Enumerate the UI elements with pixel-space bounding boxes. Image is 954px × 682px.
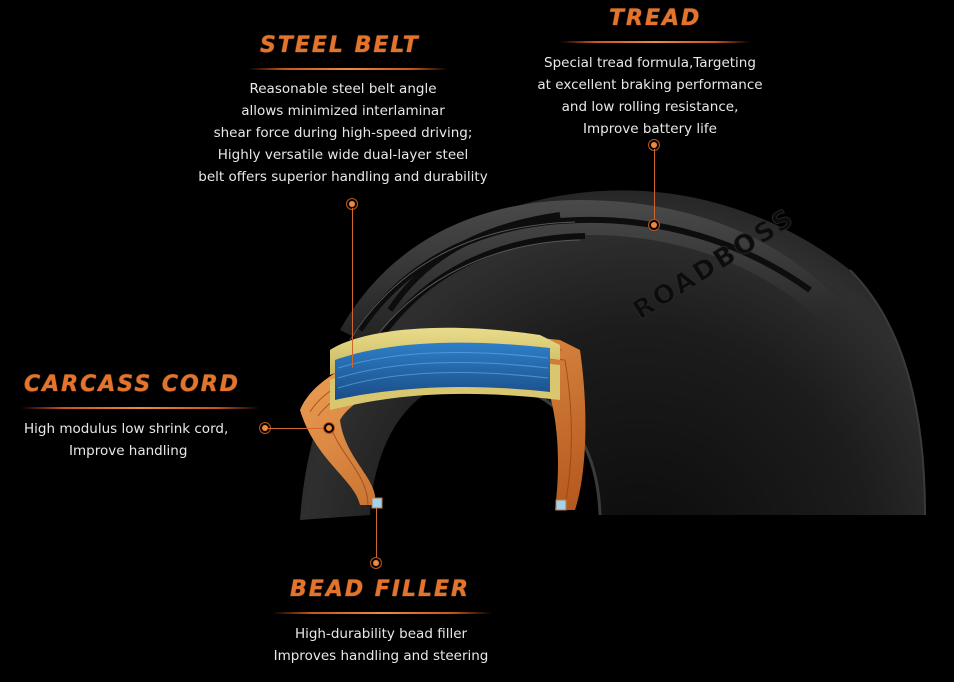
carcass-cord-description: High modulus low shrink cord, Improve ha… bbox=[24, 418, 264, 462]
carcass-cord-title: CARCASS CORD bbox=[24, 372, 240, 397]
tread-band bbox=[340, 200, 840, 345]
tread-title: TREAD bbox=[609, 6, 702, 31]
steel-belt-description: Reasonable steel belt angle allows minim… bbox=[183, 78, 503, 188]
steel-belt-line: shear force during high-speed driving; bbox=[213, 125, 473, 141]
carcass-cord-leader-line bbox=[268, 428, 328, 429]
bead-filler-line: Improves handling and steering bbox=[273, 648, 489, 664]
bead-filler-marker bbox=[373, 560, 379, 566]
tread-marker bbox=[651, 142, 657, 148]
tread-leader-line bbox=[654, 149, 655, 227]
bead-filler-underline bbox=[272, 612, 492, 614]
tread-end-marker bbox=[651, 222, 657, 228]
steel-belt-line: allows minimized interlaminar bbox=[241, 103, 445, 119]
steel-belt-line: Highly versatile wide dual-layer steel bbox=[217, 147, 469, 163]
tread-line: at excellent braking performance bbox=[537, 77, 763, 93]
carcass-cord-line: High modulus low shrink cord, bbox=[24, 421, 229, 437]
bead-filler-line: High-durability bead filler bbox=[294, 626, 468, 642]
carcass-cord-underline bbox=[20, 407, 260, 409]
steel-belt-line: belt offers superior handling and durabi… bbox=[198, 169, 488, 185]
steel-belt-marker bbox=[349, 201, 355, 207]
tread-description: Special tread formula,Targeting at excel… bbox=[515, 52, 785, 140]
carcass-cord-line: Improve handling bbox=[69, 443, 188, 459]
bead-right bbox=[555, 499, 567, 511]
tread-underline bbox=[560, 41, 750, 43]
tread-line: and low rolling resistance, bbox=[561, 99, 739, 115]
steel-belt-line: Reasonable steel belt angle bbox=[249, 81, 437, 97]
steel-belt-title: STEEL BELT bbox=[260, 33, 420, 58]
tread-line: Improve battery life bbox=[583, 121, 717, 137]
carcass-cord-marker bbox=[262, 425, 268, 431]
tread-line: Special tread formula,Targeting bbox=[544, 55, 756, 71]
bead-filler-leader-line bbox=[376, 508, 377, 563]
bead-left bbox=[371, 497, 383, 509]
bead-filler-title: BEAD FILLER bbox=[290, 577, 470, 602]
carcass-cord-end-marker bbox=[326, 425, 332, 431]
bead-filler-description: High-durability bead filler Improves han… bbox=[245, 623, 517, 667]
steel-belt-underline bbox=[248, 68, 448, 70]
steel-belt-leader-line bbox=[352, 208, 353, 368]
